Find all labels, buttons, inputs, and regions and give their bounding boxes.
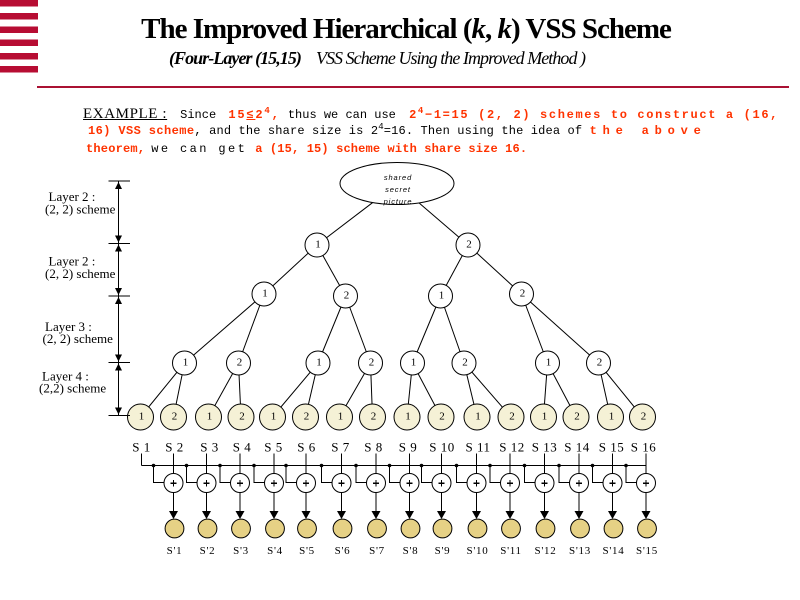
svg-text:secret: secret: [385, 185, 411, 194]
svg-text:S'8: S'8: [403, 545, 419, 557]
svg-text:1: 1: [207, 411, 213, 423]
svg-text:S 6: S 6: [297, 440, 315, 455]
svg-text:2: 2: [462, 357, 468, 369]
svg-text:S 15: S 15: [599, 440, 624, 455]
svg-text:S 14: S 14: [564, 440, 589, 455]
svg-text:2: 2: [641, 411, 647, 423]
svg-text:(2, 2) scheme: (2, 2) scheme: [43, 331, 114, 346]
svg-text:(2, 2) scheme: (2, 2) scheme: [45, 266, 116, 281]
svg-text:S 12: S 12: [499, 440, 524, 455]
svg-text:S 10: S 10: [429, 440, 454, 455]
svg-text:1: 1: [546, 357, 552, 369]
svg-text:S'1: S'1: [167, 545, 183, 557]
svg-text:S 5: S 5: [264, 440, 282, 455]
svg-text:2: 2: [237, 357, 243, 369]
svg-text:S'2: S'2: [200, 545, 216, 557]
svg-text:S 9: S 9: [399, 440, 417, 455]
svg-text:Layer 2 :: Layer 2 :: [49, 254, 96, 269]
svg-text:1: 1: [542, 411, 548, 423]
svg-text:S 1: S 1: [132, 440, 150, 455]
svg-text:2: 2: [344, 290, 350, 302]
svg-text:2: 2: [574, 411, 580, 423]
svg-text:shared: shared: [384, 173, 412, 182]
svg-text:1: 1: [439, 290, 445, 302]
svg-text:2: 2: [509, 411, 515, 423]
svg-text:2: 2: [371, 411, 377, 423]
svg-text:S'11: S'11: [500, 545, 522, 557]
svg-text:S'9: S'9: [435, 545, 451, 557]
svg-text:Layer 2 :: Layer 2 :: [49, 189, 96, 204]
svg-text:S'10: S'10: [467, 545, 489, 557]
svg-text:2: 2: [304, 411, 310, 423]
svg-text:S'13: S'13: [569, 545, 591, 557]
svg-text:1: 1: [139, 411, 145, 423]
svg-text:Layer 3 :: Layer 3 :: [45, 319, 92, 334]
svg-text:1: 1: [271, 411, 277, 423]
svg-text:S'5: S'5: [299, 545, 315, 557]
svg-text:S'7: S'7: [369, 545, 385, 557]
svg-text:(2, 2) scheme: (2, 2) scheme: [45, 202, 116, 217]
svg-text:1: 1: [316, 357, 322, 369]
svg-text:(2,2) scheme: (2,2) scheme: [39, 381, 106, 396]
svg-text:S 7: S 7: [331, 440, 349, 455]
svg-text:S'6: S'6: [335, 545, 351, 557]
svg-text:S 11: S 11: [466, 440, 491, 455]
svg-text:2: 2: [466, 239, 472, 251]
svg-text:S 16: S 16: [631, 440, 656, 455]
svg-text:S'15: S'15: [636, 545, 658, 557]
svg-text:S 13: S 13: [532, 440, 557, 455]
svg-text:S 3: S 3: [200, 440, 218, 455]
svg-text:1: 1: [475, 411, 481, 423]
svg-text:1: 1: [405, 411, 411, 423]
svg-text:S 2: S 2: [165, 440, 183, 455]
svg-text:picture: picture: [383, 197, 413, 206]
svg-text:1: 1: [338, 411, 344, 423]
svg-text:1: 1: [609, 411, 615, 423]
svg-text:2: 2: [439, 411, 445, 423]
svg-text:S 4: S 4: [233, 440, 251, 455]
svg-text:1: 1: [411, 357, 417, 369]
svg-text:S'14: S'14: [603, 545, 625, 557]
svg-text:Layer 4 :: Layer 4 :: [42, 369, 89, 384]
svg-text:S'3: S'3: [233, 545, 249, 557]
svg-text:2: 2: [239, 411, 245, 423]
svg-text:1: 1: [315, 239, 321, 251]
svg-text:1: 1: [262, 288, 268, 300]
svg-text:2: 2: [172, 411, 178, 423]
svg-text:2: 2: [597, 357, 603, 369]
svg-text:S'4: S'4: [267, 545, 283, 557]
svg-text:1: 1: [183, 357, 189, 369]
svg-text:S'12: S'12: [535, 545, 557, 557]
svg-text:2: 2: [369, 357, 375, 369]
svg-text:2: 2: [520, 288, 526, 300]
svg-text:S 8: S 8: [364, 440, 382, 455]
